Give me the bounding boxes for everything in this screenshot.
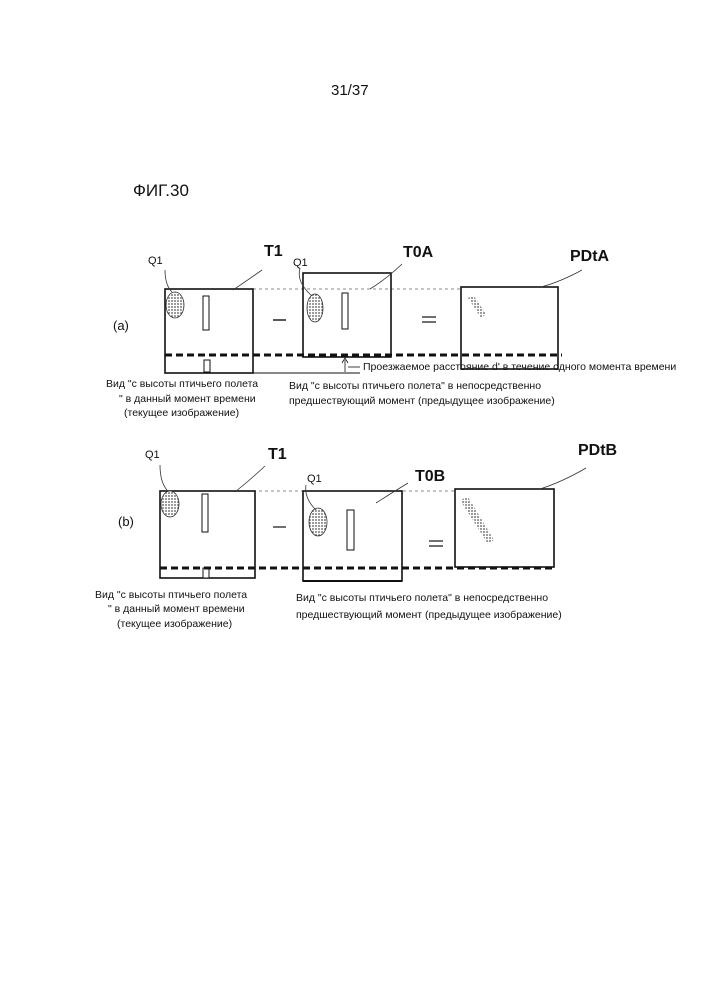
panel-a-result-difference: [468, 296, 486, 318]
panel-b-current-frame-label: T1: [268, 446, 287, 464]
panel-b-result-leader: [540, 468, 586, 489]
panel-a-current-lane-marker-lower: [204, 360, 210, 372]
panel-b-object-leader: [160, 465, 167, 490]
panel-b: [160, 465, 586, 581]
panel-a-current-object-label: Q1: [148, 255, 163, 267]
panel-b-current-leader: [235, 466, 265, 492]
panel-b-caption-previous-line-2: предшествующий момент (предыдущее изобра…: [296, 607, 562, 623]
panel-b-current-object-label: Q1: [145, 449, 160, 461]
panel-a-caption-current-line-1: Вид "с высоты птичьего полета: [106, 376, 258, 392]
panel-a-current-object: [166, 292, 184, 318]
panel-b-result-frame-label: PDtB: [578, 442, 617, 460]
panel-b-current-object: [161, 491, 179, 517]
panel-a-previous-object-label: Q1: [293, 257, 308, 269]
panel-b-current-lane-marker: [202, 494, 208, 532]
panel-b-caption-current-line-2: " в данный момент времени: [108, 601, 245, 617]
panel-a-current-lane-marker: [203, 296, 209, 330]
panel-a-result-leader: [541, 270, 582, 287]
panel-b-previous-leader: [376, 483, 408, 503]
panel-a-previous-lane-marker: [342, 293, 348, 329]
panel-a-row-label: (a): [113, 318, 129, 333]
panel-b-previous-lane-marker: [347, 510, 354, 550]
panel-b-result-difference: [460, 497, 494, 544]
panel-a-current-frame-label: T1: [264, 243, 283, 261]
panel-a-previous-frame-label: T0A: [403, 244, 433, 262]
panel-a-caption-previous-line-1: Вид "с высоты птичьего полета" в непосре…: [289, 378, 541, 394]
panel-a-caption-previous-line-2: предшествующий момент (предыдущее изобра…: [289, 393, 555, 409]
panel-b-previous-frame-label: T0B: [415, 468, 445, 486]
panel-a-result-frame-label: PDtA: [570, 248, 609, 266]
panel-b-previous-object-leader: [306, 485, 316, 510]
panel-b-caption-previous-line-1: Вид "с высоты птичьего полета" в непосре…: [296, 590, 548, 606]
panel-a-previous-object: [307, 294, 323, 322]
panel-a-current-leader: [233, 270, 262, 290]
panel-a: [165, 264, 582, 373]
panel-b-caption-current-line-3: (текущее изображение): [117, 616, 232, 632]
panel-a-caption-current-line-3: (текущее изображение): [124, 405, 239, 421]
panel-b-row-label: (b): [118, 514, 134, 529]
panel-b-previous-object: [309, 508, 327, 536]
panel-a-distance-annotation: Проезжаемое расстояние d' в течение одно…: [363, 359, 676, 375]
panel-a-previous-leader: [370, 264, 402, 289]
panel-b-previous-object-label: Q1: [307, 473, 322, 485]
